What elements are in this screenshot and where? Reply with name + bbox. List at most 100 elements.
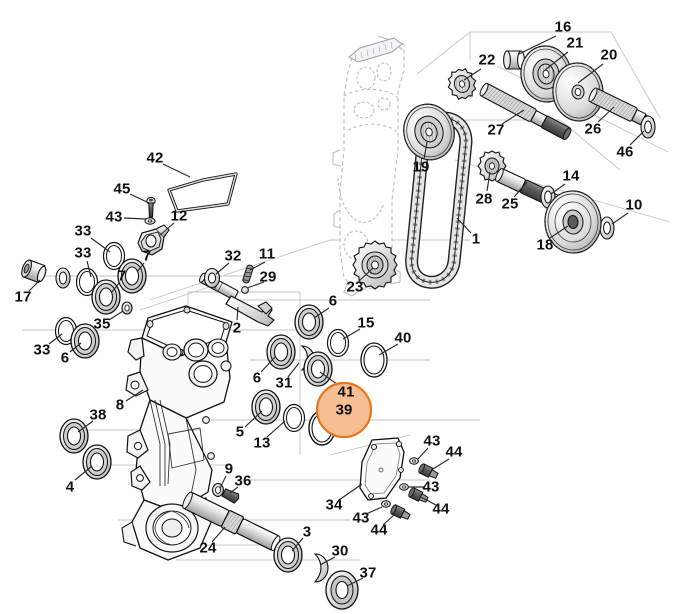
leader-line-28 xyxy=(486,171,491,192)
highlight-circle[interactable] xyxy=(315,381,373,439)
callout-label-12[interactable]: 12 xyxy=(170,207,188,225)
leader-line-35 xyxy=(108,310,124,321)
leader-line-11 xyxy=(249,261,266,271)
callout-label-43[interactable]: 43 xyxy=(422,478,440,496)
callout-label-37[interactable]: 37 xyxy=(359,564,377,582)
leader-line-44 xyxy=(420,496,437,506)
bearing-part-6-c xyxy=(266,334,296,370)
callout-label-26[interactable]: 26 xyxy=(584,120,602,138)
callout-label-5[interactable]: 5 xyxy=(235,423,245,441)
callout-label-34[interactable]: 34 xyxy=(325,496,343,514)
leader-line-30 xyxy=(319,556,336,566)
callout-label-4[interactable]: 4 xyxy=(65,478,75,496)
callout-label-38[interactable]: 38 xyxy=(89,406,107,424)
callout-label-44[interactable]: 44 xyxy=(370,521,388,539)
callout-label-33[interactable]: 33 xyxy=(33,341,51,359)
callout-label-11[interactable]: 11 xyxy=(258,245,276,263)
callout-label-19[interactable]: 19 xyxy=(412,158,430,176)
leader-line-16 xyxy=(518,35,557,55)
bearing-part-4 xyxy=(82,444,112,480)
callout-label-31[interactable]: 31 xyxy=(275,374,293,392)
callout-label-21[interactable]: 21 xyxy=(566,34,584,52)
washer-part-32 xyxy=(203,267,221,289)
callout-label-2[interactable]: 2 xyxy=(232,319,242,337)
callout-label-1[interactable]: 1 xyxy=(471,230,481,248)
callout-label-13[interactable]: 13 xyxy=(253,434,271,452)
leader-line-26 xyxy=(597,106,615,123)
leader-line-37 xyxy=(346,577,364,587)
callout-label-29[interactable]: 29 xyxy=(259,268,277,286)
callout-label-44[interactable]: 44 xyxy=(432,500,450,518)
lever-part-12 xyxy=(137,224,170,256)
callout-label-43[interactable]: 43 xyxy=(105,208,123,226)
leader-line-20 xyxy=(577,63,604,84)
callout-label-23[interactable]: 23 xyxy=(346,278,364,296)
leader-line-7 xyxy=(111,282,120,293)
leader-line-29 xyxy=(246,281,265,289)
bearing-part-5 xyxy=(251,389,281,425)
callout-label-35[interactable]: 35 xyxy=(93,315,111,333)
callout-label-28[interactable]: 28 xyxy=(475,190,493,208)
callout-label-41[interactable]: 41 xyxy=(337,383,355,401)
washer-part-43-a xyxy=(144,217,156,225)
callout-label-6[interactable]: 6 xyxy=(60,349,70,367)
callout-label-33[interactable]: 33 xyxy=(74,222,92,240)
callout-label-7[interactable]: 7 xyxy=(142,247,152,265)
bolt-part-44-a xyxy=(418,463,439,479)
leader-line-40 xyxy=(378,343,399,356)
leader-line-7 xyxy=(136,262,145,273)
leader-line-10 xyxy=(611,212,629,225)
gear-part-20 xyxy=(552,62,604,122)
leader-line-33 xyxy=(86,260,92,278)
shaft-part-27 xyxy=(479,82,572,141)
washer-part-43-d xyxy=(381,500,391,508)
bearing-part-38 xyxy=(59,418,89,454)
callout-label-9[interactable]: 9 xyxy=(224,460,234,478)
callout-label-17[interactable]: 17 xyxy=(14,288,32,306)
callout-label-42[interactable]: 42 xyxy=(146,149,164,167)
callout-label-43[interactable]: 43 xyxy=(352,509,370,527)
callout-label-15[interactable]: 15 xyxy=(357,314,375,332)
callout-label-27[interactable]: 27 xyxy=(487,121,505,139)
washer-part-10 xyxy=(599,216,615,240)
callout-label-33[interactable]: 33 xyxy=(74,244,92,262)
callout-label-24[interactable]: 24 xyxy=(199,539,217,557)
callout-label-8[interactable]: 8 xyxy=(115,396,125,414)
callout-label-40[interactable]: 40 xyxy=(394,329,412,347)
callout-label-45[interactable]: 45 xyxy=(113,180,131,198)
bearing-part-3 xyxy=(273,537,303,573)
leader-line-27 xyxy=(501,109,525,125)
bearing-part-7-b xyxy=(91,279,121,315)
callout-label-43[interactable]: 43 xyxy=(423,432,441,450)
leader-line-33 xyxy=(48,333,63,345)
cover-plate-part-34 xyxy=(359,437,405,501)
output-shaft-part-24 xyxy=(182,491,281,552)
leader-line-15 xyxy=(342,328,361,340)
callout-label-22[interactable]: 22 xyxy=(478,51,496,69)
callout-label-6[interactable]: 6 xyxy=(252,369,262,387)
callout-label-14[interactable]: 14 xyxy=(562,167,580,185)
gear-part-19 xyxy=(403,103,455,161)
callout-label-16[interactable]: 16 xyxy=(554,18,572,36)
callout-label-30[interactable]: 30 xyxy=(331,542,349,560)
washer-part-46 xyxy=(640,115,656,139)
leader-line-6 xyxy=(313,307,330,319)
callout-label-36[interactable]: 36 xyxy=(234,472,252,490)
callout-label-7[interactable]: 7 xyxy=(117,267,127,285)
ring-part-13 xyxy=(282,403,306,433)
callout-label-46[interactable]: 46 xyxy=(616,143,634,161)
callout-label-18[interactable]: 18 xyxy=(536,236,554,254)
callout-label-20[interactable]: 20 xyxy=(600,46,618,64)
callout-label-25[interactable]: 25 xyxy=(501,195,519,213)
leader-line-9 xyxy=(219,475,227,489)
leader-line-31 xyxy=(287,362,300,378)
callout-label-6[interactable]: 6 xyxy=(328,292,338,310)
callout-label-44[interactable]: 44 xyxy=(445,443,463,461)
callout-label-10[interactable]: 10 xyxy=(625,196,643,214)
leader-line-3 xyxy=(291,537,304,552)
callout-label-3[interactable]: 3 xyxy=(302,523,312,541)
callout-label-32[interactable]: 32 xyxy=(224,247,242,265)
washer-part-43-b xyxy=(409,457,419,465)
bush-part-16 xyxy=(503,50,525,70)
leader-line-12 xyxy=(158,222,175,237)
